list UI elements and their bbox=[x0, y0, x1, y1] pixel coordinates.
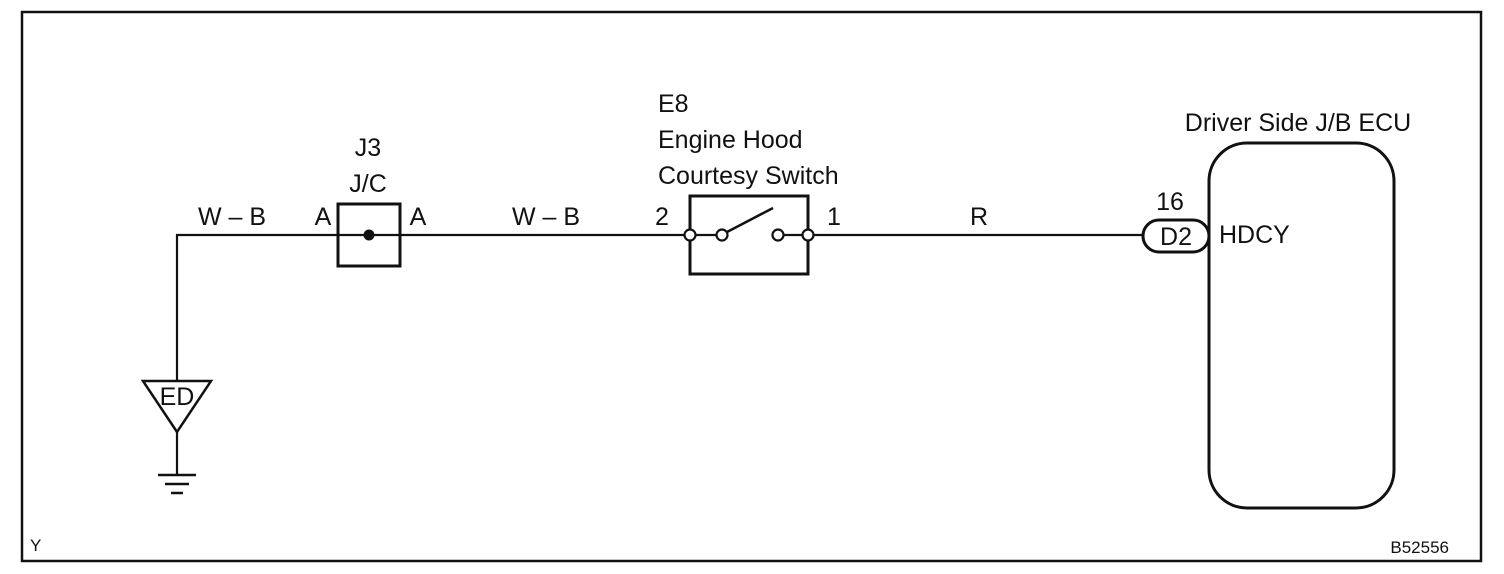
ground-code-label: ED bbox=[160, 383, 195, 411]
driver-side-jb-ecu: Driver Side J/B ECU D2 16 HDCY bbox=[1141, 109, 1411, 510]
junction-node-dot bbox=[363, 229, 375, 241]
ecu-pin-label: 16 bbox=[1156, 188, 1184, 216]
wire-label-junction-to-switch: W – B bbox=[512, 203, 580, 231]
wire-label-ground-to-junction: W – B bbox=[198, 203, 266, 231]
switch-pin-right-label: 1 bbox=[827, 203, 841, 231]
ecu-connector-oval bbox=[1141, 218, 1211, 254]
ecu-box bbox=[1207, 141, 1396, 510]
wire-ground-to-junction bbox=[175, 233, 338, 381]
junction-connector: J3 J/C A A bbox=[315, 134, 427, 268]
ground-symbol: ED bbox=[140, 379, 214, 495]
diagram-frame bbox=[20, 10, 1483, 563]
figure-code-label: B52556 bbox=[1390, 538, 1449, 557]
junction-name-label: J/C bbox=[349, 170, 387, 198]
switch-name-line1: Engine Hood bbox=[658, 126, 803, 154]
switch-contact-arm bbox=[726, 206, 774, 234]
engine-hood-switch: E8 Engine Hood Courtesy Switch 2 1 bbox=[655, 90, 841, 276]
junction-pin-right-label: A bbox=[410, 203, 427, 231]
corner-label: Y bbox=[30, 536, 41, 555]
switch-pin-left-label: 2 bbox=[655, 203, 669, 231]
switch-terminal-right bbox=[801, 228, 815, 242]
switch-terminal-left bbox=[683, 228, 697, 242]
switch-contact-right bbox=[771, 228, 785, 242]
switch-id-label: E8 bbox=[658, 90, 689, 118]
switch-name-line2: Courtesy Switch bbox=[658, 162, 839, 190]
ecu-connector-label: D2 bbox=[1160, 223, 1192, 251]
wire-label-switch-to-ecu: R bbox=[970, 203, 988, 231]
junction-id-label: J3 bbox=[355, 134, 381, 162]
switch-contact-left bbox=[715, 228, 729, 242]
ecu-name-label: Driver Side J/B ECU bbox=[1185, 109, 1411, 137]
junction-pin-left-label: A bbox=[315, 203, 332, 231]
ecu-terminal-label: HDCY bbox=[1219, 221, 1290, 249]
